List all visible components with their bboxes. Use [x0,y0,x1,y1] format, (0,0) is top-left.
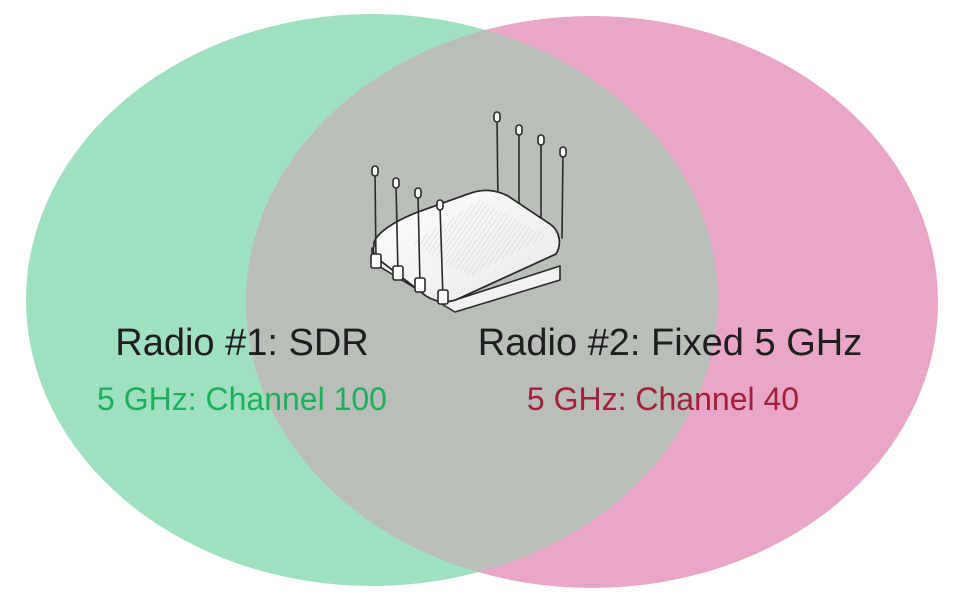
wireless-access-point-icon [370,111,567,313]
radio1-channel: 5 GHz: Channel 100 [97,381,387,417]
radio2-title: Radio #2: Fixed 5 GHz [478,322,862,364]
radio2-channel: 5 GHz: Channel 40 [527,381,799,417]
antenna-front-group [370,165,449,305]
antenna-rear-group [493,111,567,239]
overlap-region [246,16,718,586]
radio1-title: Radio #1: SDR [115,322,368,364]
